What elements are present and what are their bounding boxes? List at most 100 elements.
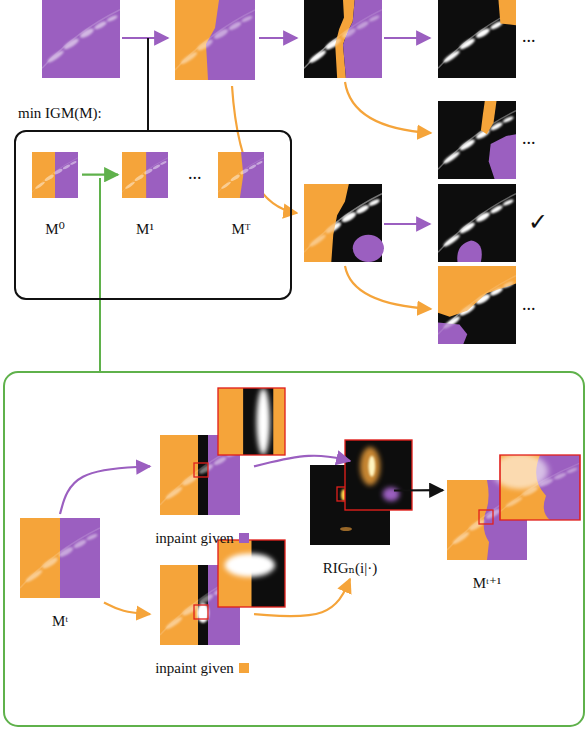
image-tile [304, 0, 382, 78]
image-tile [122, 152, 168, 198]
zoom-inset [345, 440, 412, 510]
inpaint-tile: inpaint given [150, 561, 254, 679]
image-tile [218, 152, 264, 198]
connector-arrow [60, 466, 150, 514]
zoom-inset [500, 463, 580, 512]
image-tile [438, 101, 516, 179]
image-tile [489, 134, 516, 179]
tree-arrow [384, 37, 430, 39]
image-tile [438, 266, 516, 317]
image-tile [304, 184, 384, 262]
image-tile [42, 0, 120, 78]
zoom-inset [218, 388, 285, 455]
connector-arrow [104, 603, 150, 615]
image-tile [20, 518, 100, 598]
node-label: Mᵗ⁺¹ [473, 574, 502, 592]
zoom-inset [360, 447, 380, 486]
image-tile [42, 10, 120, 69]
connector-arrow [394, 489, 443, 492]
image-tile [218, 158, 264, 193]
image-tile [197, 603, 209, 623]
node-label: Mᵀ [232, 220, 251, 238]
image-tile [304, 194, 382, 253]
caption-row: Mᵀ [232, 220, 251, 240]
image-tile [32, 158, 78, 193]
zoom-inset [500, 455, 580, 520]
leader-line [147, 38, 149, 130]
zoom-inset [218, 388, 285, 455]
image-tile [122, 152, 168, 198]
zoom-inset [218, 540, 285, 607]
image-tile [438, 0, 516, 78]
node-label: min IGM(M): [18, 104, 102, 122]
caption-row: M¹ [136, 220, 154, 240]
image-tile [438, 266, 516, 344]
image-tile [42, 0, 120, 78]
color-square [239, 533, 249, 543]
tree-arrow [122, 38, 431, 309]
zoom-inset [383, 487, 400, 501]
zoom-inset [257, 388, 270, 455]
image-tile [438, 266, 516, 344]
image-tile [194, 463, 208, 477]
image-tile [32, 152, 78, 198]
image-tile [304, 0, 382, 78]
image-tile [438, 0, 516, 78]
ellipsis: ... [522, 26, 536, 47]
connector-arrow [82, 174, 118, 176]
caption-row: RIGₙ(i|·) [323, 559, 377, 579]
image-tile [498, 0, 516, 25]
image-tile [175, 0, 255, 80]
check-mark: ✓ [528, 208, 548, 236]
zoom-inset [225, 553, 275, 576]
tree-arrow [122, 37, 168, 39]
zoom-inset [345, 440, 412, 510]
caption-row: M⁰ [45, 220, 64, 240]
mask-tile: M¹ [118, 148, 172, 240]
tree-arrow [345, 82, 431, 133]
method-frame: min IGM(M):M⁰M¹Mᵀ [14, 130, 292, 300]
image-tile [438, 101, 516, 179]
tree-arrow [384, 223, 430, 225]
zoom-inset [368, 456, 375, 477]
image-tile [353, 235, 384, 262]
zoom-inset [345, 440, 412, 510]
image-tile [304, 184, 349, 262]
image-tile [438, 184, 516, 262]
node-label: M⁰ [45, 220, 64, 238]
node-label: Mᵗ [52, 612, 68, 630]
ellipsis: ... [522, 294, 536, 315]
caption-row: inpaint given [155, 529, 249, 549]
tree-arrow [259, 37, 297, 39]
image-tile [481, 101, 497, 134]
node-label: M¹ [136, 220, 154, 238]
image-tile [122, 158, 168, 193]
zoom-inset [273, 388, 285, 455]
inpaint-tile: inpaint given [150, 431, 254, 549]
mask-tile: Mᵀ [214, 148, 268, 240]
image-tile [479, 510, 493, 524]
image-tile [32, 152, 78, 198]
detail-frame [4, 372, 584, 726]
rig-map-tile: RIGₙ(i|·) [306, 461, 394, 579]
node-label: inpaint given [155, 659, 234, 677]
image-tile [343, 0, 382, 78]
leader-line [99, 178, 101, 372]
image-tile [304, 10, 382, 69]
image-tile [438, 184, 516, 262]
image-tile [175, 10, 255, 70]
ellipsis: ... [188, 163, 202, 184]
image-tile [457, 241, 481, 262]
connector-arrow [254, 456, 350, 467]
image-tile [20, 518, 100, 598]
connector-arrow [254, 579, 350, 616]
node-label: inpaint given [155, 529, 234, 547]
zoom-inset [218, 540, 285, 607]
image-tile [438, 323, 467, 344]
caption-row: Mᵗ [52, 612, 68, 632]
ellipsis: ... [522, 128, 536, 149]
mask-tile: Mᵗ⁺¹ [443, 476, 531, 594]
node-label: RIGₙ(i|·) [323, 559, 377, 577]
image-tile [20, 528, 100, 588]
